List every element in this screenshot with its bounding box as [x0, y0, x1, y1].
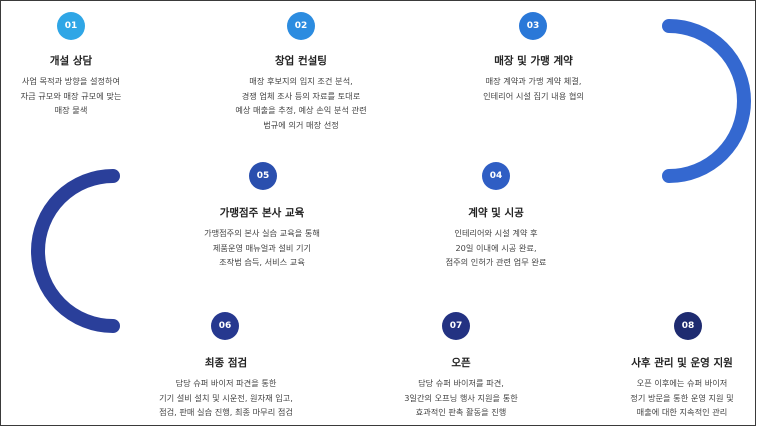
step-node-01: 01 — [57, 12, 85, 40]
step-description: 가맹점주의 본사 실습 교육을 통해 제품운영 매뉴얼과 설비 기기 조작법 습… — [204, 228, 320, 267]
step-node-07: 07 — [442, 312, 470, 340]
step-02: 창업 컨설팅 매장 후보지의 입지 조건 분석, 경쟁 업체 조사 등의 자료를… — [216, 53, 386, 132]
step-title: 사후 관리 및 운영 지원 — [631, 357, 733, 369]
step-node-08: 08 — [674, 312, 702, 340]
step-description: 오픈 이후에는 슈퍼 바이저 정기 방문을 통한 운영 지원 및 매출에 대한 … — [630, 378, 734, 417]
step-03: 매장 및 가맹 계약 매장 계약과 가맹 계약 체결, 인테리어 시설 집기 내… — [451, 53, 616, 103]
step-01: 개설 상담 사업 목적과 방향을 설정하여 자금 규모와 매장 규모에 맞는 매… — [1, 53, 141, 118]
step-node-04: 04 — [482, 162, 510, 190]
step-description: 사업 목적과 방향을 설정하여 자금 규모와 매장 규모에 맞는 매장 물색 — [20, 76, 122, 115]
step-06: 최종 점검 담당 슈퍼 바이저 파견을 통한 기기 설비 설치 및 시운전, 원… — [136, 355, 316, 420]
step-node-02: 02 — [287, 12, 315, 40]
step-05: 가맹점주 본사 교육 가맹점주의 본사 실습 교육을 통해 제품운영 매뉴얼과 … — [177, 205, 347, 270]
step-description: 담당 슈퍼 바이저 파견을 통한 기기 설비 설치 및 시운전, 원자재 입고,… — [159, 378, 293, 417]
step-04: 계약 및 시공 인테리어와 시설 계약 후 20일 이내에 시공 완료, 점주의… — [416, 205, 576, 270]
step-description: 매장 후보지의 입지 조건 분석, 경쟁 업체 조사 등의 자료를 토대로 예상… — [235, 76, 367, 130]
step-title: 계약 및 시공 — [468, 207, 524, 219]
step-title: 매장 및 가맹 계약 — [494, 55, 573, 67]
step-title: 개설 상담 — [49, 55, 93, 67]
step-node-03: 03 — [519, 12, 547, 40]
step-08: 사후 관리 및 운영 지원 오픈 이후에는 슈퍼 바이저 정기 방문을 통한 운… — [611, 355, 753, 420]
step-node-06: 06 — [211, 312, 239, 340]
step-title: 가맹점주 본사 교육 — [219, 207, 305, 219]
step-07: 오픈 담당 슈퍼 바이저를 파견, 3일간의 오프닝 행사 지원을 통한 효과적… — [376, 355, 546, 420]
step-node-05: 05 — [249, 162, 277, 190]
step-title: 최종 점검 — [204, 357, 248, 369]
step-description: 인테리어와 시설 계약 후 20일 이내에 시공 완료, 점주의 인허가 관련 … — [445, 228, 547, 267]
step-title: 오픈 — [451, 357, 471, 369]
step-description: 매장 계약과 가맹 계약 체결, 인테리어 시설 집기 내용 협의 — [483, 76, 584, 101]
step-title: 창업 컨설팅 — [275, 55, 327, 67]
step-description: 담당 슈퍼 바이저를 파견, 3일간의 오프닝 행사 지원을 통한 효과적인 판… — [404, 378, 518, 417]
